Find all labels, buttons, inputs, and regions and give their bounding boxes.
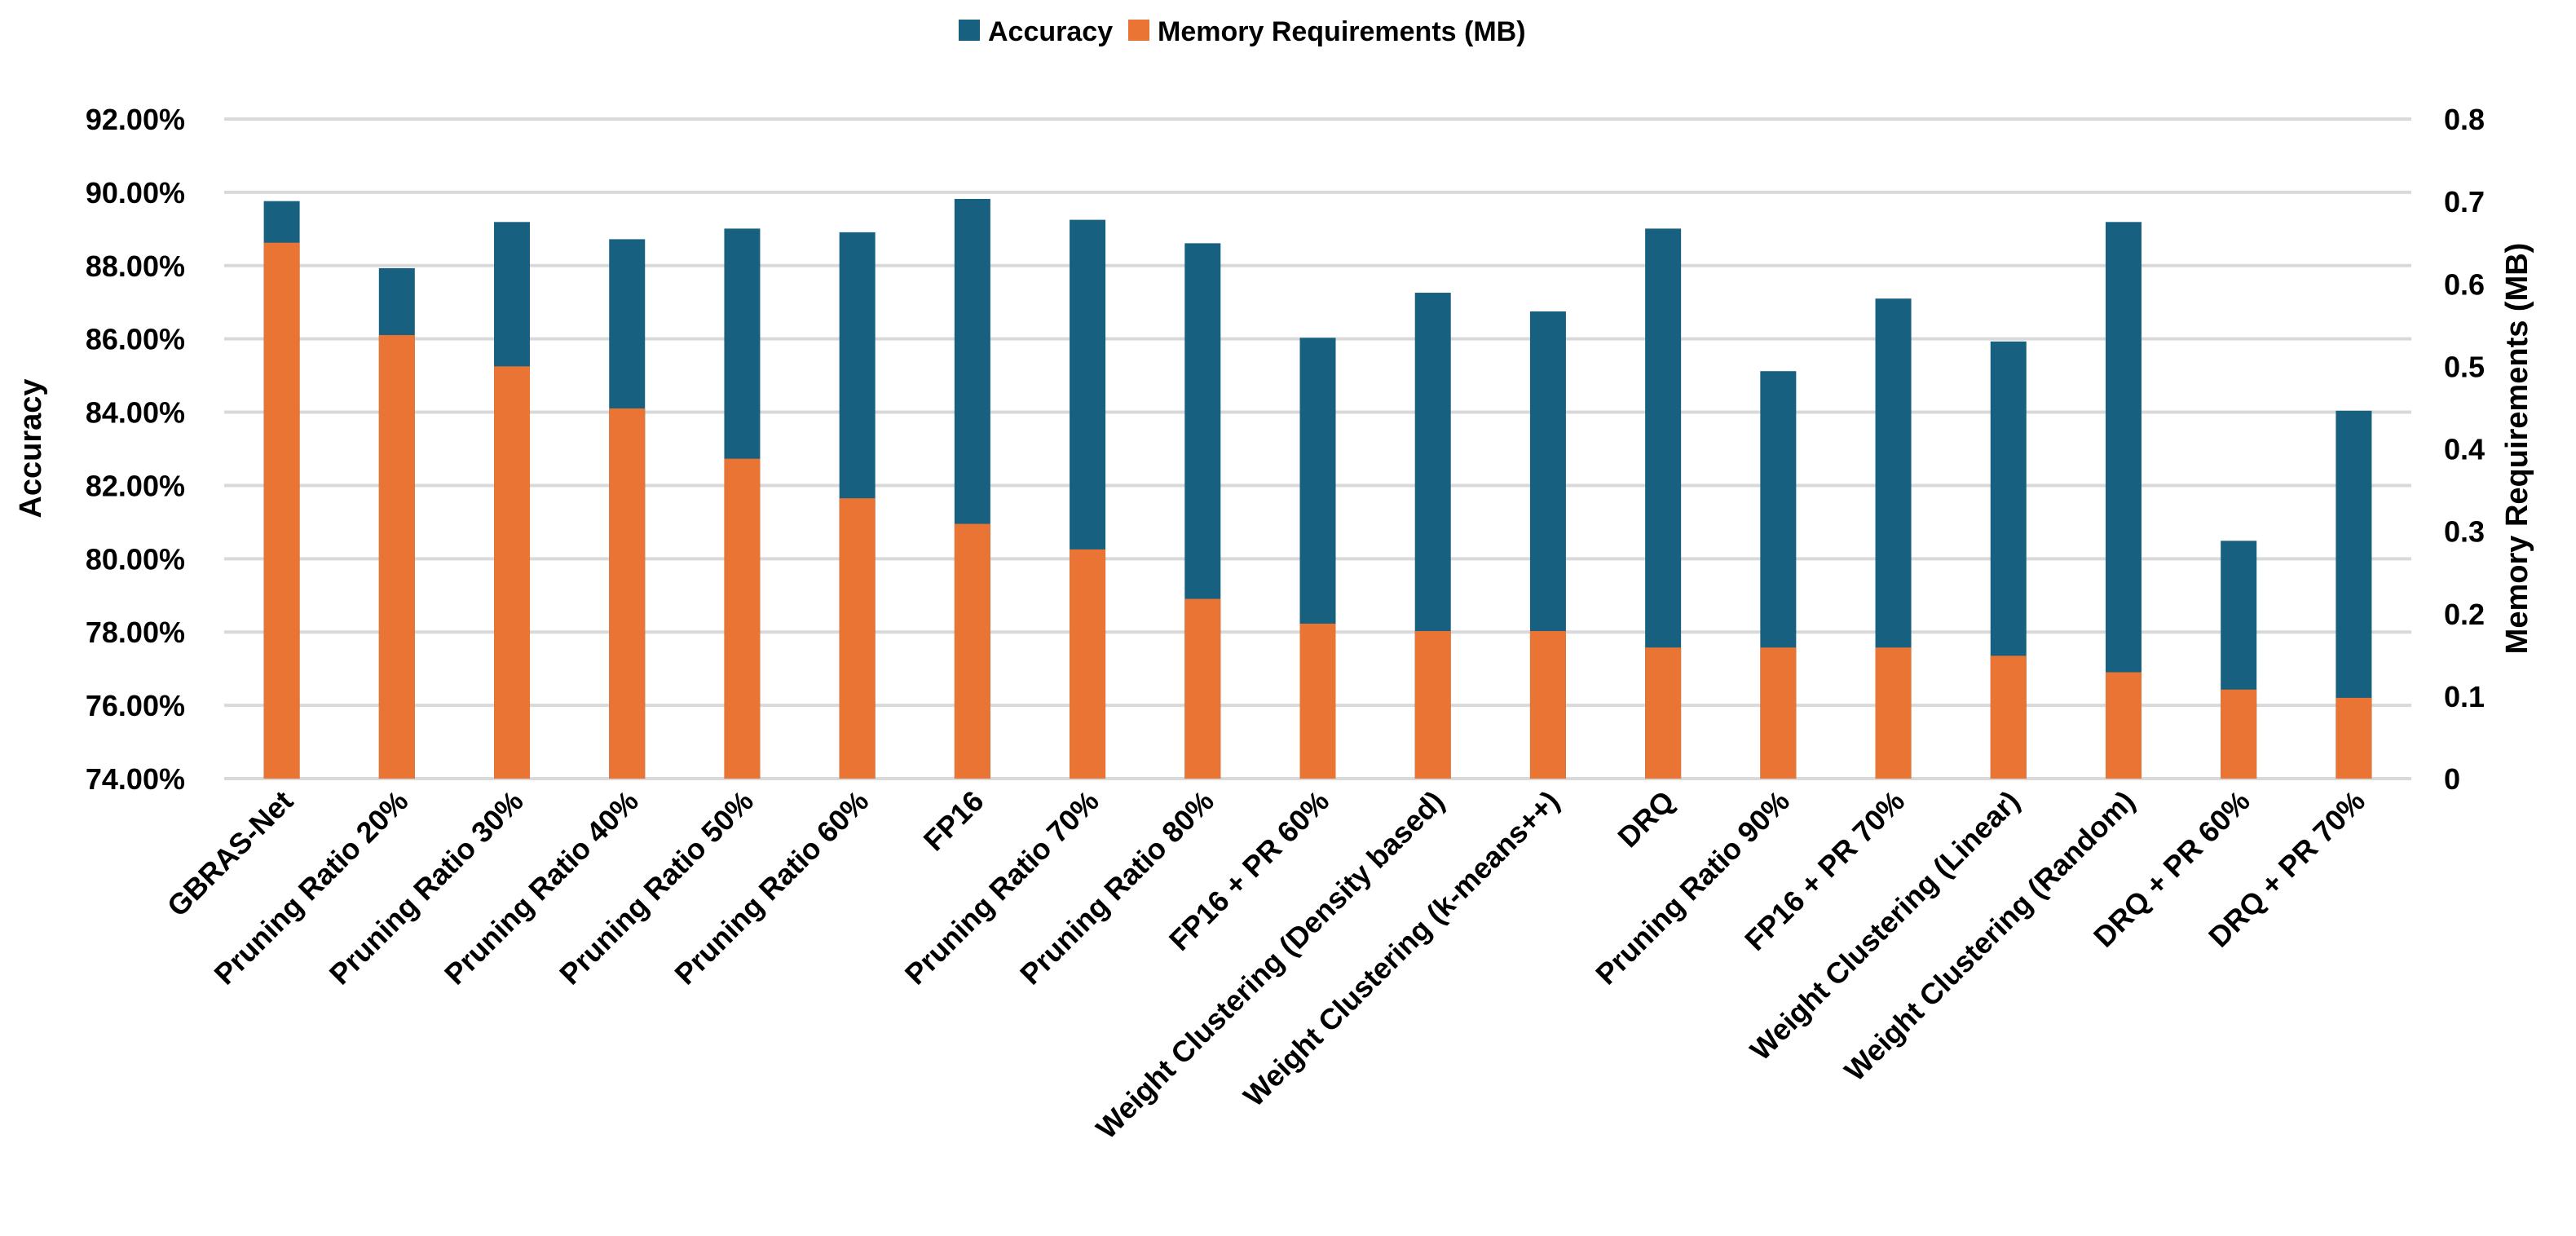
memory-bar: [378, 334, 415, 779]
y-right-tick-label: 0.1: [2444, 680, 2485, 713]
legend: Accuracy Memory Requirements (MB): [959, 16, 1526, 47]
memory-bar: [609, 408, 646, 779]
y-right-tick-label: 0.6: [2444, 267, 2485, 301]
memory-bar: [1760, 647, 1797, 779]
y-tick-label: 88.00%: [86, 249, 185, 283]
x-tick-label: DRQ: [1611, 784, 1681, 854]
memory-bar: [1529, 630, 1566, 779]
y-right-tick-label: 0.7: [2444, 185, 2485, 219]
y-tick-label: 84.00%: [86, 396, 185, 430]
y-tick-label: 86.00%: [86, 323, 185, 356]
right-axis-title: Memory Requirements (MB): [2500, 243, 2534, 655]
memory-bar: [1645, 647, 1682, 779]
x-tick-label: Pruning Ratio 30%: [323, 784, 530, 991]
y-tick-label: 82.00%: [86, 469, 185, 502]
y-right-tick-label: 0.2: [2444, 598, 2485, 631]
x-tick-label: Pruning Ratio 20%: [208, 784, 415, 991]
y-tick-label: 78.00%: [86, 616, 185, 649]
x-tick-label: FP16: [917, 784, 990, 858]
memory-bar: [2105, 672, 2142, 779]
y-right-tick-label: 0.4: [2444, 433, 2485, 466]
x-tick-label: Pruning Ratio 40%: [438, 784, 645, 991]
memory-bar: [1299, 623, 1336, 779]
right-axis-ticks: 0 0.1 0.2 0.3 0.4 0.5 0.6 0.7 0.8: [2444, 103, 2485, 796]
bars: [263, 198, 2372, 779]
memory-bar: [1070, 549, 1106, 779]
x-tick-label: Pruning Ratio 50%: [553, 784, 760, 991]
memory-bar: [839, 498, 876, 779]
x-tick-label: Pruning Ratio 70%: [898, 784, 1105, 991]
y-right-tick-label: 0.5: [2444, 350, 2485, 383]
memory-bar: [724, 458, 761, 779]
memory-bar: [2336, 697, 2372, 779]
y-tick-label: 90.00%: [86, 176, 185, 210]
memory-bar: [954, 523, 990, 779]
y-tick-label: 76.00%: [86, 689, 185, 722]
y-right-tick-label: 0: [2444, 762, 2460, 796]
memory-bar: [494, 366, 531, 779]
y-tick-label: 92.00%: [86, 103, 185, 136]
x-tick-label: Pruning Ratio 80%: [1013, 784, 1220, 991]
legend-label-accuracy: Accuracy: [988, 16, 1113, 47]
left-axis-ticks: 74.00% 76.00% 78.00% 80.00% 82.00% 84.00% 86.0…: [86, 103, 185, 796]
memory-bar: [263, 242, 300, 779]
left-axis-title: Accuracy: [14, 378, 48, 518]
memory-bar: [1990, 656, 2027, 779]
legend-swatch-memory: [1128, 20, 1149, 41]
x-tick-label: Pruning Ratio 60%: [668, 784, 875, 991]
y-tick-label: 74.00%: [86, 762, 185, 796]
y-right-tick-label: 0.8: [2444, 103, 2485, 136]
memory-bar: [1414, 630, 1451, 779]
memory-bar: [2221, 689, 2257, 779]
legend-swatch-accuracy: [959, 20, 980, 41]
y-tick-label: 80.00%: [86, 542, 185, 576]
memory-bar: [1875, 647, 1912, 779]
x-tick-label: Pruning Ratio 90%: [1589, 784, 1796, 991]
memory-bar: [1184, 598, 1221, 779]
y-right-tick-label: 0.3: [2444, 515, 2485, 549]
legend-label-memory: Memory Requirements (MB): [1158, 16, 1526, 47]
